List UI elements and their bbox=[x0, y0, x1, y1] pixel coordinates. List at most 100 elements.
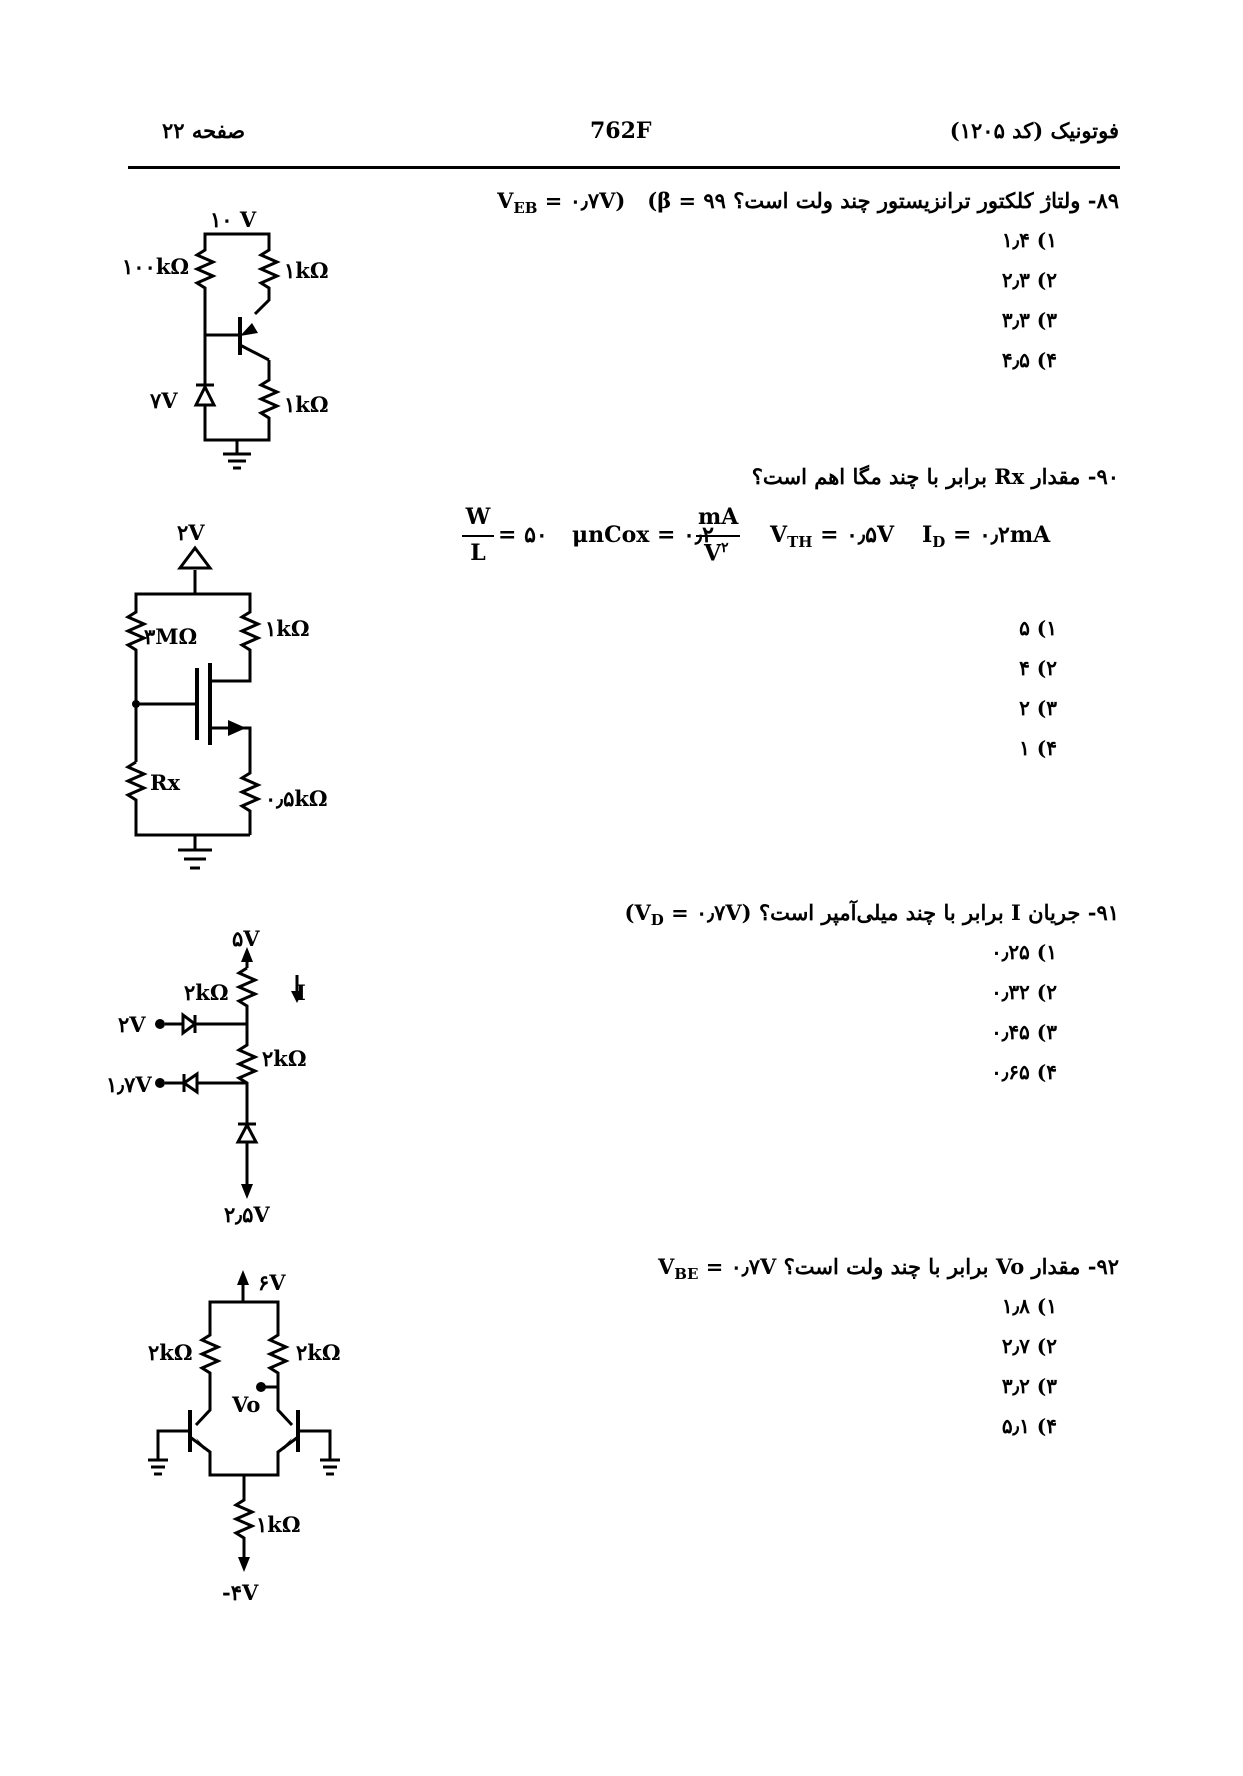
vbe-symbol: V bbox=[658, 1254, 675, 1279]
c92-vbottom: -۴V bbox=[222, 1580, 259, 1605]
c90-rtop: ۳MΩ bbox=[144, 624, 198, 649]
question-91: ۹۱- جریان I برابر با چند میلی‌آمپر است؟ … bbox=[625, 900, 1119, 929]
eq-vth-sub: TH bbox=[787, 533, 813, 551]
q92-option-2[interactable]: ۲) ۲٫۷ bbox=[1001, 1334, 1057, 1358]
question-89-text: ولتاژ کلکتور ترانزیستور چند ولت است؟ bbox=[733, 188, 1081, 213]
eq-fraction-bar-2 bbox=[696, 535, 740, 537]
c90-vdd: ۲V bbox=[177, 520, 205, 545]
bjt-left-arrow bbox=[196, 1438, 210, 1452]
vbe-value: = ۰٫۷V bbox=[698, 1254, 777, 1279]
q89-option-1[interactable]: ۱) ۱٫۴ bbox=[1001, 228, 1057, 252]
c91-vin2: ۱٫۷V bbox=[106, 1072, 152, 1097]
q91-option-2[interactable]: ۲) ۰٫۳۲ bbox=[991, 980, 1057, 1004]
c92-rleft: ۲kΩ bbox=[148, 1340, 193, 1365]
q90-option-1[interactable]: ۱) ۵ bbox=[1019, 616, 1057, 640]
eq-id: I bbox=[922, 522, 933, 548]
resistor-1k-top bbox=[253, 243, 281, 316]
q89-option-4[interactable]: ۴) ۴٫۵ bbox=[1001, 348, 1057, 372]
vbe-subscript: BE bbox=[674, 1265, 699, 1283]
c89-zener: ۷V bbox=[150, 388, 178, 413]
diode-3-icon bbox=[235, 1121, 259, 1144]
question-90: ۹۰- مقدار Rx برابر با چند مگا اهم است؟ bbox=[752, 464, 1119, 489]
veb-value: = ۰٫۷V) bbox=[537, 188, 626, 213]
c91-r1: ۲kΩ bbox=[184, 980, 229, 1005]
question-92: ۹۲- مقدار Vo برابر با چند ولت است؟ VBE =… bbox=[658, 1254, 1119, 1283]
question-90-text: مقدار Rx برابر با چند مگا اهم است؟ bbox=[751, 464, 1081, 489]
question-92-text: مقدار Vo برابر با چند ولت است؟ bbox=[783, 1254, 1081, 1279]
c91-r2: ۲kΩ bbox=[262, 1046, 307, 1071]
circuit-92 bbox=[148, 1281, 340, 1560]
c89-rbase: ۱۰۰kΩ bbox=[122, 254, 190, 279]
q91-option-4[interactable]: ۴) ۰٫۶۵ bbox=[991, 1060, 1057, 1084]
q90-option-4[interactable]: ۴) ۱ bbox=[1019, 736, 1057, 760]
eq-fraction-bar-1 bbox=[462, 535, 494, 537]
eq-v: V bbox=[704, 540, 722, 567]
eq-v-sup: ۲ bbox=[721, 540, 729, 556]
eq-id-value: = ۰٫۲mA bbox=[945, 522, 1051, 548]
circuit-89 bbox=[193, 232, 281, 470]
c91-vin1: ۲V bbox=[118, 1012, 146, 1037]
q90-option-3[interactable]: ۳) ۲ bbox=[1019, 696, 1057, 720]
resistor-100k bbox=[193, 243, 217, 295]
veb-symbol: V bbox=[497, 188, 514, 213]
diode-1-icon bbox=[181, 1012, 198, 1036]
eq-id-sub: D bbox=[932, 533, 946, 551]
question-92-number: ۹۲- bbox=[1087, 1254, 1119, 1279]
zener-diode-icon bbox=[193, 383, 217, 407]
question-91-conditions: (VD = ۰٫۷V) bbox=[624, 900, 752, 929]
q92-option-4[interactable]: ۴) ۵٫۱ bbox=[1001, 1414, 1057, 1438]
c89-vsupply: ۱۰ V bbox=[210, 207, 257, 232]
header-code: 762F bbox=[590, 118, 652, 144]
c89-remitter: ۱kΩ bbox=[284, 392, 329, 417]
vd-symbol: (V bbox=[624, 900, 651, 925]
c90-rdrain: ۱kΩ bbox=[265, 616, 310, 641]
question-90-number: ۹۰- bbox=[1087, 464, 1119, 489]
eq-wl-value: = ۵۰ bbox=[498, 522, 548, 548]
bjt-emitter-arrow bbox=[240, 323, 258, 336]
q92-option-1[interactable]: ۱) ۱٫۸ bbox=[1001, 1294, 1057, 1318]
q90-equation: W L = ۵۰ μnCox = ۰٫۲ mA V۲ VTH = ۰٫۵V ID… bbox=[460, 504, 1050, 574]
current-arrow-icon bbox=[291, 991, 303, 1003]
header-course: فوتونیک (کد ۱۲۰۵) bbox=[949, 118, 1119, 143]
c92-vtop: ۶V bbox=[258, 1270, 286, 1295]
question-92-conditions: VBE = ۰٫۷V bbox=[658, 1254, 777, 1283]
c90-rsource: ۰٫۵kΩ bbox=[265, 786, 328, 811]
question-91-text: جریان I برابر با چند میلی‌آمپر است؟ bbox=[758, 900, 1081, 925]
q91-option-3[interactable]: ۳) ۰٫۴۵ bbox=[991, 1020, 1057, 1044]
q92-option-3[interactable]: ۳) ۳٫۲ bbox=[1001, 1374, 1057, 1398]
bjt-right-arrow bbox=[278, 1438, 292, 1452]
question-89-number: ۸۹- bbox=[1087, 188, 1119, 213]
diode-2-icon bbox=[181, 1071, 199, 1095]
eq-w: W bbox=[465, 504, 491, 530]
c92-vo: Vo bbox=[232, 1392, 261, 1417]
c91-current-label: I bbox=[296, 980, 306, 1005]
q89-option-3[interactable]: ۳) ۳٫۳ bbox=[1001, 308, 1057, 332]
c92-rright: ۲kΩ bbox=[296, 1340, 341, 1365]
header-rule bbox=[128, 166, 1120, 169]
q90-option-2[interactable]: ۲) ۴ bbox=[1019, 656, 1057, 680]
question-89: ۸۹- ولتاژ کلکتور ترانزیستور چند ولت است؟… bbox=[497, 188, 1119, 217]
q91-option-1[interactable]: ۱) ۰٫۲۵ bbox=[991, 940, 1057, 964]
question-91-number: ۹۱- bbox=[1087, 900, 1119, 925]
vd-subscript: D bbox=[650, 911, 664, 929]
circuit-90 bbox=[124, 570, 262, 870]
vd-value: = ۰٫۷V) bbox=[663, 900, 752, 925]
question-89-conditions: VEB = ۰٫۷V) (β = ۹۹ bbox=[497, 188, 726, 217]
veb-subscript: EB bbox=[513, 199, 538, 217]
vdd-supply-icon bbox=[177, 545, 213, 570]
eq-vth: V bbox=[770, 522, 788, 548]
nmos-source-arrow bbox=[228, 720, 246, 736]
c89-rcollector: ۱kΩ bbox=[284, 258, 329, 283]
eq-l: L bbox=[470, 540, 486, 566]
eq-mu: μnCox = ۰٫۲ bbox=[572, 522, 714, 548]
c90-rx: Rx bbox=[150, 770, 180, 795]
eq-ma: mA bbox=[698, 504, 739, 530]
beta-value: (β = ۹۹ bbox=[647, 188, 726, 213]
c91-vbottom: ۲٫۵V bbox=[224, 1202, 270, 1227]
q89-option-2[interactable]: ۲) ۲٫۳ bbox=[1001, 268, 1057, 292]
eq-vth-value: = ۰٫۵V bbox=[812, 522, 895, 548]
c91-vtop: ۵V bbox=[232, 926, 260, 951]
header-page-number: صفحه ۲۲ bbox=[162, 118, 246, 143]
c92-rtail: ۱kΩ bbox=[256, 1512, 301, 1537]
